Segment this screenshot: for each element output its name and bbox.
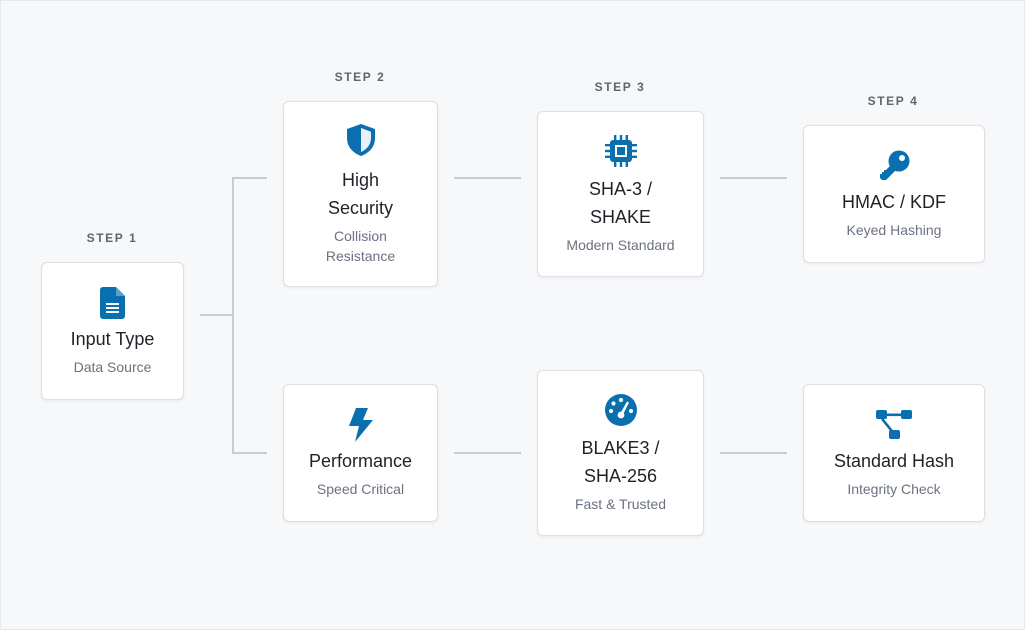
node-subtitle: Modern Standard	[566, 237, 675, 253]
node-title-line-2: SHA-256	[583, 466, 658, 486]
file-icon	[95, 285, 131, 321]
connector-security-to-sha3	[454, 177, 521, 179]
node-sha3-shake[interactable]: SHA-3 / SHAKE Modern Standard	[537, 111, 704, 277]
node-title-line-1: High	[341, 170, 380, 190]
connector-performance-to-blake3	[454, 452, 521, 454]
node-subtitle-line-2: Resistance	[325, 248, 396, 264]
connector-sha3-to-hmac	[720, 177, 787, 179]
flow-icon	[876, 407, 912, 443]
node-subtitle: Keyed Hashing	[846, 222, 942, 238]
node-title-line-1: SHA-3 /	[588, 179, 653, 199]
node-input-type[interactable]: Input Type Data Source	[41, 262, 184, 400]
node-subtitle: Fast & Trusted	[574, 496, 667, 512]
node-standard-hash[interactable]: Standard Hash Integrity Check	[803, 384, 985, 522]
node-blake3-sha256[interactable]: BLAKE3 / SHA-256 Fast & Trusted	[537, 370, 704, 536]
node-subtitle: Speed Critical	[316, 481, 405, 497]
node-title-line-1: BLAKE3 /	[581, 438, 660, 458]
node-high-security[interactable]: High Security Collision Resistance	[283, 101, 438, 287]
connector-input-out	[200, 314, 233, 316]
node-hmac-kdf[interactable]: HMAC / KDF Keyed Hashing	[803, 125, 985, 263]
node-title-line-2: SHAKE	[589, 207, 652, 227]
step-label-3: STEP 3	[594, 80, 646, 94]
chip-icon	[603, 133, 639, 169]
node-title-line-2: Security	[327, 198, 394, 218]
connector-blake3-to-standard-hash	[720, 452, 787, 454]
node-title: Performance	[308, 451, 413, 471]
node-subtitle: Data Source	[73, 359, 152, 375]
node-subtitle: Integrity Check	[847, 481, 941, 497]
gauge-icon	[603, 392, 639, 428]
node-subtitle-line-1: Collision	[334, 228, 387, 244]
step-label-2: STEP 2	[334, 70, 386, 84]
node-title: Standard Hash	[833, 451, 955, 471]
step-label-4: STEP 4	[867, 94, 919, 108]
connector-to-performance	[232, 452, 267, 454]
step-label-1: STEP 1	[86, 231, 138, 245]
node-performance[interactable]: Performance Speed Critical	[283, 384, 438, 522]
node-title: HMAC / KDF	[841, 192, 946, 212]
node-title: Input Type	[70, 329, 155, 349]
connector-branch-vertical	[232, 177, 234, 454]
lightning-icon	[343, 407, 379, 443]
shield-icon	[343, 122, 379, 158]
connector-to-high-security	[232, 177, 267, 179]
key-icon	[876, 148, 912, 184]
